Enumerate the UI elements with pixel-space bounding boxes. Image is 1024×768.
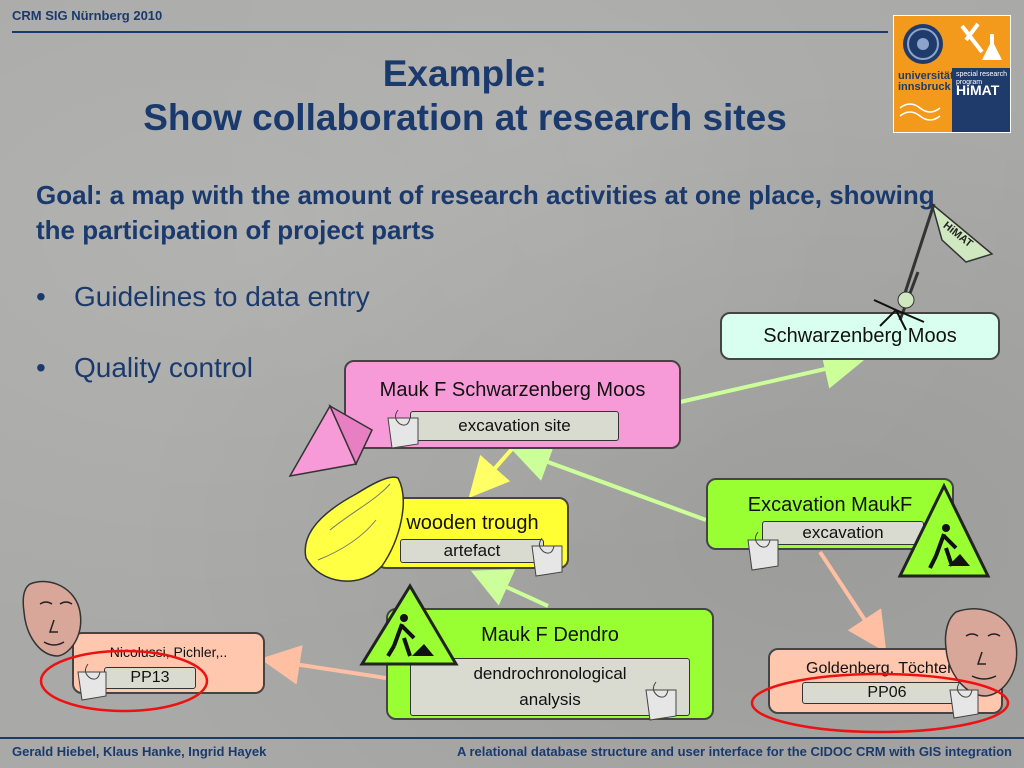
arrow-dendro-to-nicolussi [260, 645, 387, 685]
university-seal-icon [899, 24, 943, 121]
logo-university-text: universität innsbruck [898, 70, 954, 93]
slide-title-line2: Show collaboration at research sites [143, 97, 787, 138]
note-clip-icon [531, 537, 563, 577]
node-schwarzenberg-moos[interactable]: Schwarzenberg Moos [720, 312, 1000, 360]
bullet-guidelines: • Guidelines to data entry [36, 281, 370, 313]
bullet-text: Quality control [74, 352, 253, 383]
node-tag: dendrochronological analysis [410, 658, 690, 716]
logo-himat-panel: special research program HiMAT [952, 16, 1010, 132]
arrow-dendro-to-trough [470, 569, 549, 608]
node-title: wooden trough [406, 512, 539, 534]
slide-title-line1: Example: [382, 53, 548, 94]
header-divider [12, 31, 888, 33]
node-tag: excavation site [410, 411, 619, 441]
node-title: Nicolussi, Pichler,.. [109, 644, 228, 660]
goal-text: Goal: a map with the amount of research … [36, 180, 935, 245]
highlight-circle-pp13 [39, 649, 209, 713]
note-clip-icon [77, 663, 107, 701]
logo-program-text: special research program [956, 71, 1007, 86]
footer-paper-title: A relational database structure and user… [456, 744, 1012, 759]
trough-artefact-icon [304, 476, 404, 582]
bullet-dot: • [36, 352, 46, 383]
note-clip-icon [645, 681, 677, 721]
researcher-face-icon [22, 580, 82, 657]
construction-warning-icon [897, 482, 991, 578]
node-title: Mauk F Schwarzenberg Moos [379, 379, 646, 401]
arrow-site-to-trough [468, 447, 514, 498]
node-title: Goldenberg, Töchterle [806, 660, 965, 677]
node-tag: artefact [400, 539, 544, 563]
himat-logo: universität innsbruck special research p… [893, 15, 1011, 133]
node-tag: excavation [762, 521, 924, 545]
arrow-excavation-to-site [510, 443, 707, 522]
node-tag: PP13 [104, 667, 196, 689]
node-title: Excavation MaukF [747, 494, 913, 516]
note-clip-icon [747, 531, 779, 571]
node-wooden-trough[interactable]: wooden trough artefact [376, 497, 569, 569]
arrow-site-to-schwarzenberg [679, 349, 864, 404]
pyramid-icon [288, 404, 373, 478]
arrow-excavation-to-goldenberg [818, 550, 887, 653]
logo-university-panel: universität innsbruck [894, 16, 954, 132]
logo-himat-text: HiMAT [956, 82, 1000, 98]
bullet-quality: • Quality control [36, 352, 253, 384]
note-clip-icon [949, 681, 979, 719]
himat-flag-icon: HiMAT [873, 201, 994, 331]
slide-title: Example: Show collaboration at research … [40, 52, 890, 140]
construction-warning-icon [359, 583, 459, 666]
bullet-dot: • [36, 281, 46, 312]
hammer-flask-icon [952, 16, 1010, 68]
footer-authors: Gerald Hiebel, Klaus Hanke, Ingrid Hayek [12, 744, 267, 759]
note-clip-icon [387, 409, 419, 449]
node-tag: PP06 [802, 682, 972, 704]
node-excavation-maukf[interactable]: Excavation MaukF excavation [706, 478, 954, 550]
footer-divider [0, 737, 1024, 739]
highlight-circle-pp06 [750, 672, 1010, 734]
node-title: Schwarzenberg Moos [763, 325, 957, 347]
node-title: Mauk F Dendro [481, 624, 619, 646]
bullet-text: Guidelines to data entry [74, 281, 370, 312]
researcher-face-icon [944, 608, 1018, 697]
header-text: CRM SIG Nürnberg 2010 [12, 8, 163, 23]
